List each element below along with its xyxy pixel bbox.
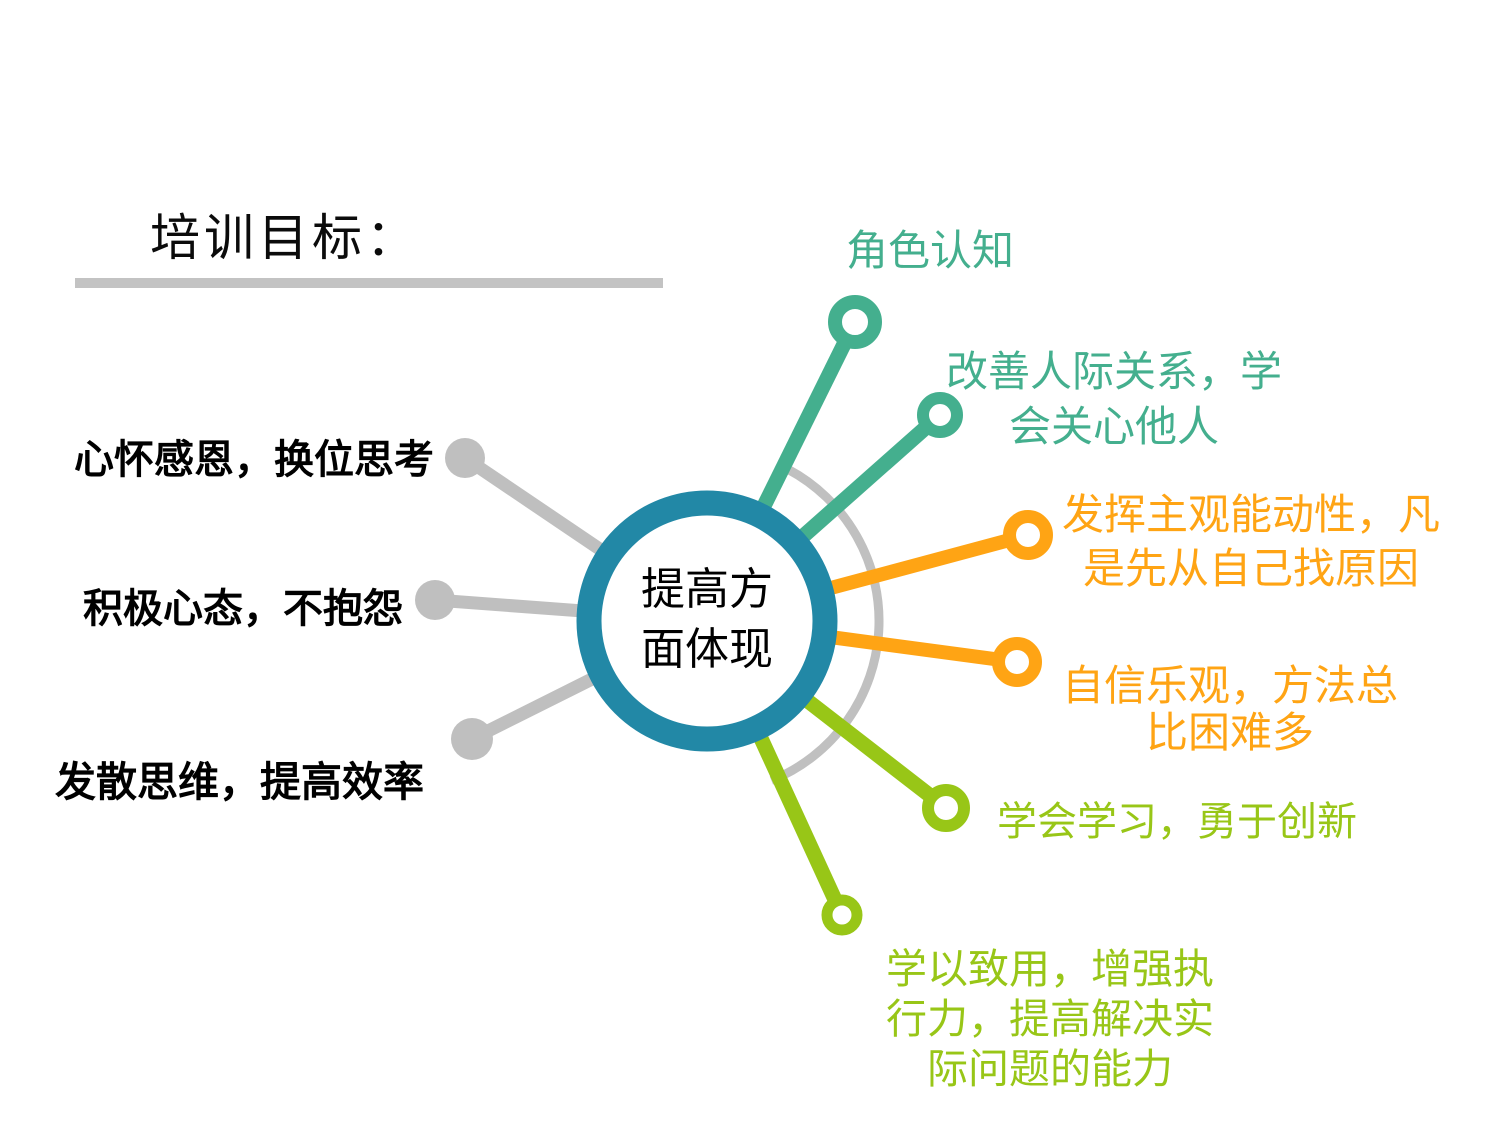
teal-label-role-awareness: 角色认知 (846, 227, 1015, 274)
left-label-divergent-thinking: 发散思维，提高效率 (55, 759, 424, 805)
left-label-positive-attitude: 积极心态，不抱怨 (83, 587, 403, 631)
teal-label-relationships-line-2: 会关心他人 (1008, 403, 1219, 450)
orange-label-initiative-line-2: 是先从自己找原因 (1082, 545, 1419, 592)
teal-label-relationships: 改善人际关系，学 会关心他人 (914, 344, 1314, 454)
green-label-application-line-1: 学以致用，增强执 (886, 946, 1214, 992)
spoke-ring-teal-2 (917, 392, 963, 438)
hub-label-line-1: 提高方 (641, 565, 773, 614)
orange-label-confidence-line-2: 比困难多 (1145, 709, 1314, 756)
spoke-dot-gray-1 (445, 438, 485, 478)
hub-circle (576, 490, 838, 752)
page-title: 培训目标： (150, 210, 420, 266)
hub-label-line-2: 面体现 (641, 625, 773, 674)
hub-label: 提高方 面体现 (557, 560, 857, 680)
green-label-application-line-3: 际问题的能力 (927, 1046, 1173, 1092)
spoke-ring-green-1 (922, 784, 970, 832)
green-label-application-line-2: 行力，提高解决实 (886, 996, 1214, 1042)
spoke-dot-gray-3 (451, 718, 493, 760)
spoke-ring-orange-1 (1003, 510, 1053, 560)
spoke-line-gray-1 (461, 452, 608, 558)
orange-label-initiative-line-1: 发挥主观能动性，凡 (1061, 491, 1440, 538)
green-label-application: 学以致用，增强执 行力，提高解决实 际问题的能力 (850, 944, 1250, 1094)
spoke-ring-orange-2 (992, 637, 1042, 687)
spoke-line-teal-2 (795, 409, 945, 545)
teal-label-relationships-line-1: 改善人际关系，学 (945, 348, 1282, 395)
left-label-gratitude: 心怀感恩，换位思考 (74, 438, 434, 482)
spoke-ring-green-2 (821, 894, 863, 936)
orange-label-confidence-line-1: 自信乐观，方法总 (1061, 662, 1398, 709)
spoke-line-orange-2 (829, 630, 1018, 669)
spoke-line-gray-3 (469, 671, 599, 745)
title-underline-bar (75, 278, 663, 288)
spoke-dot-gray-2 (415, 580, 455, 620)
spoke-line-orange-1 (825, 528, 1030, 596)
orange-label-initiative: 发挥主观能动性，凡 是先从自己找原因 (1051, 488, 1451, 596)
spoke-line-green-1 (799, 692, 951, 814)
green-label-learning: 学会学习，勇于创新 (997, 800, 1357, 844)
spoke-line-gray-2 (434, 593, 584, 618)
spoke-line-teal-1 (755, 318, 862, 514)
spoke-ring-teal-1 (828, 295, 882, 349)
spoke-line-green-2 (752, 730, 849, 919)
orange-label-confidence: 自信乐观，方法总 比困难多 (1030, 662, 1430, 756)
